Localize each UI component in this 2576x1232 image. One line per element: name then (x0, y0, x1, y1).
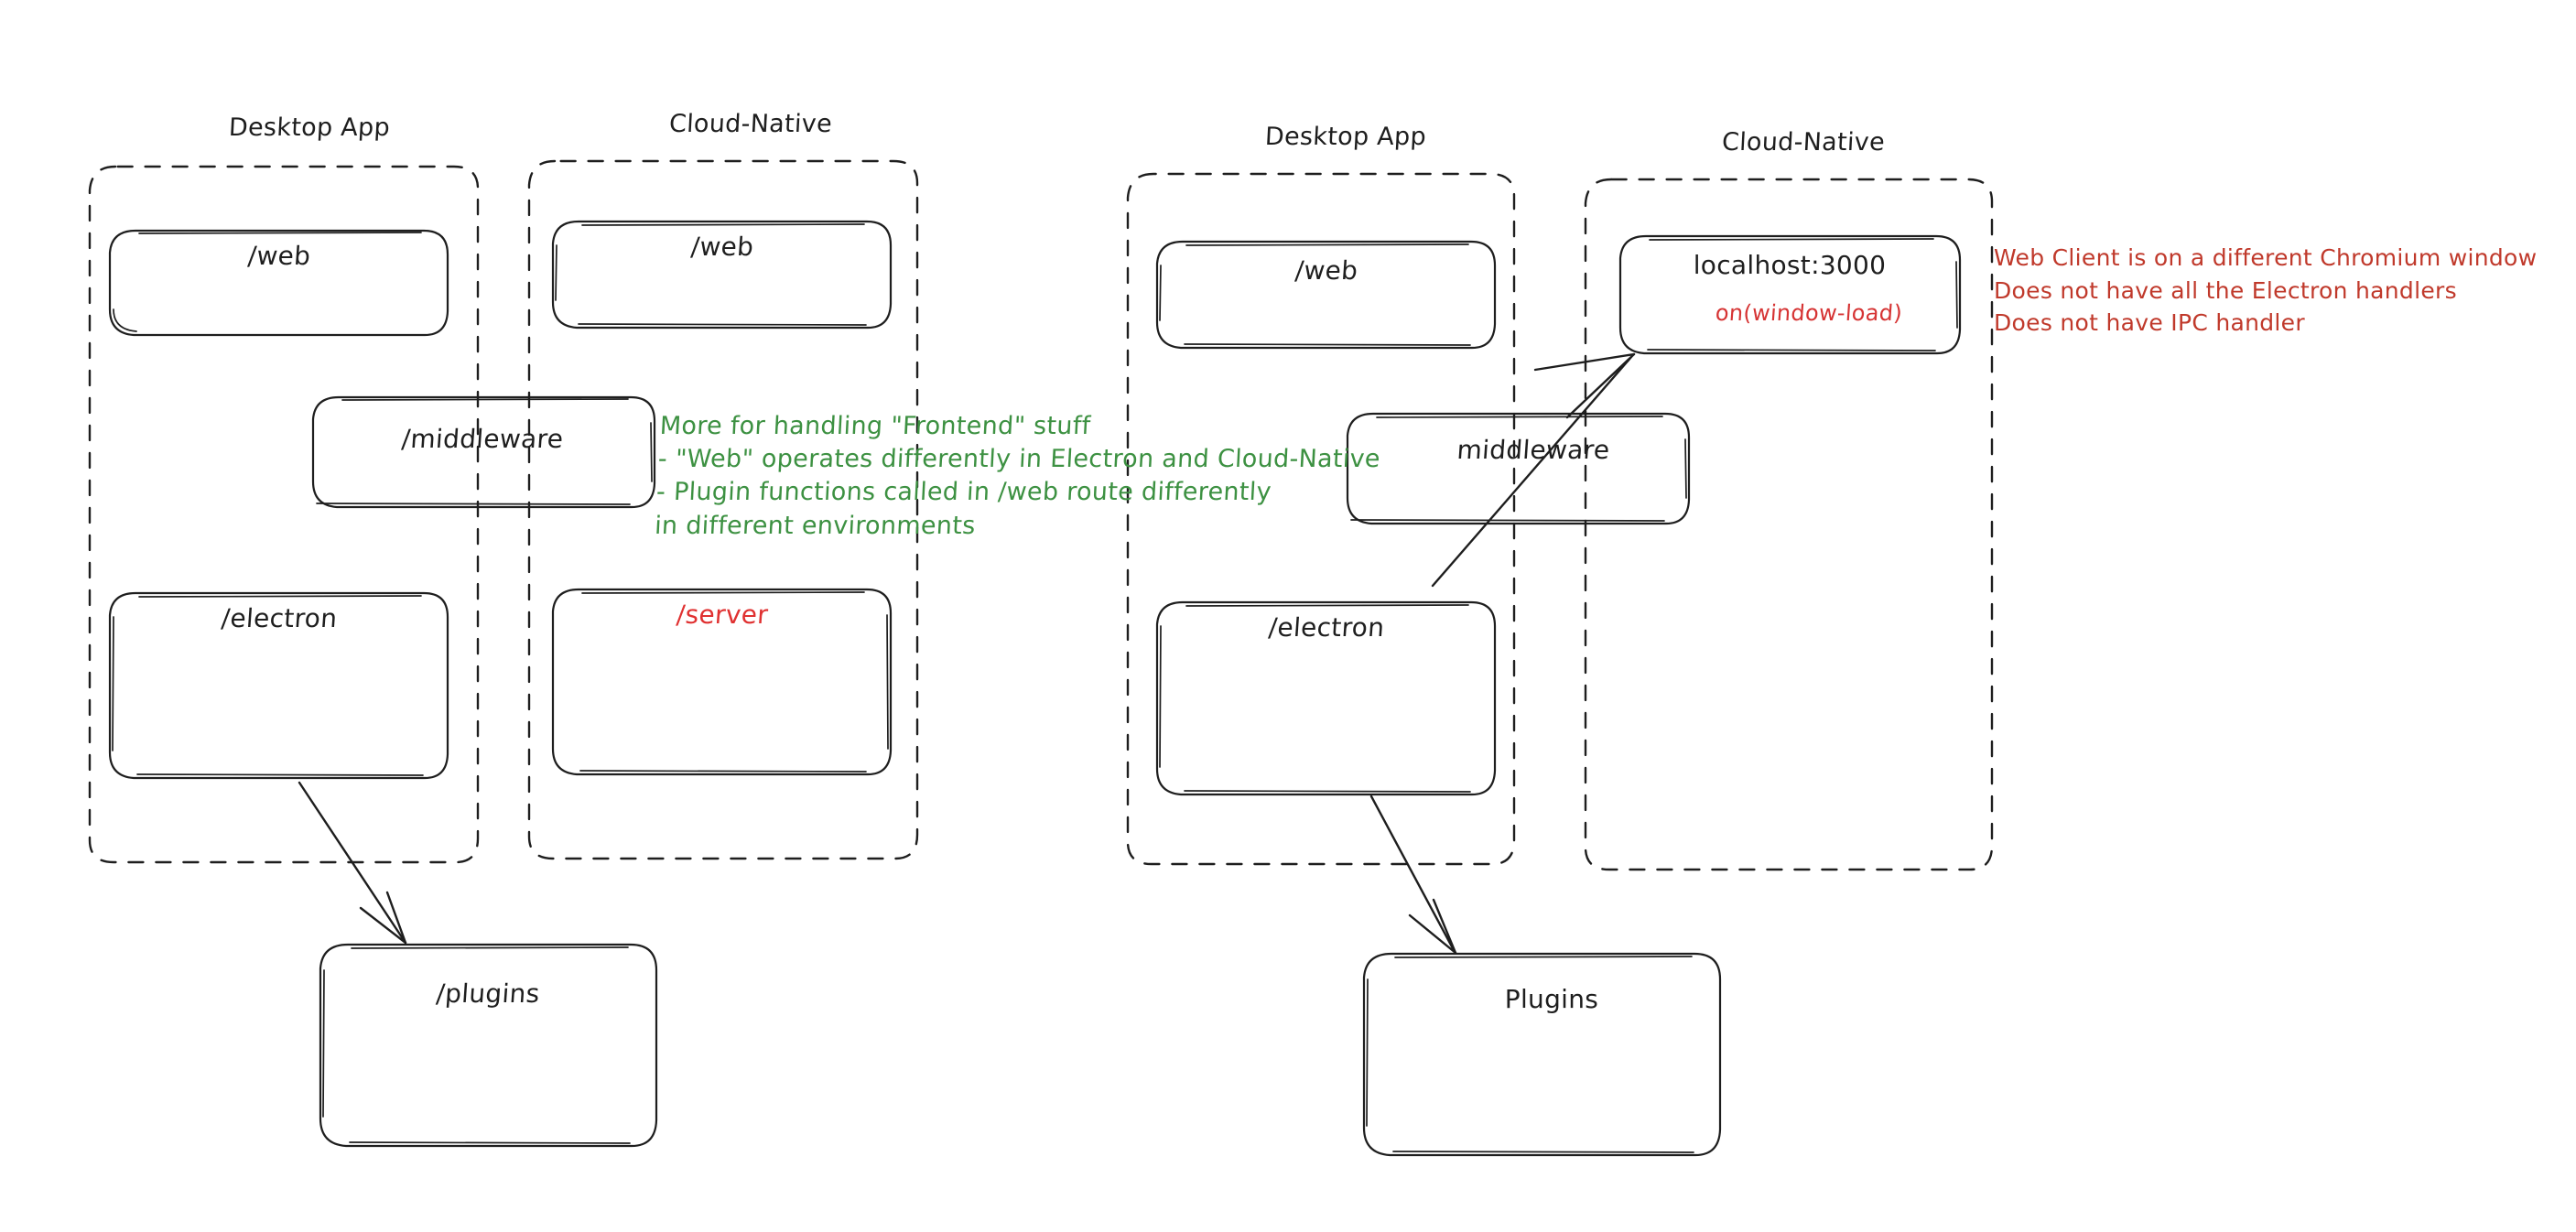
left-box-label-server: /server (675, 600, 770, 630)
left-cloud-native-group-outline (527, 159, 919, 860)
left-group-title-cloud-native: Cloud-Native (668, 110, 833, 138)
left-box-label-web-desktop: /web (246, 241, 312, 271)
note-green-frontend: More for handling "Frontend" stuff - "We… (654, 412, 1381, 540)
right-group-title-desktop-app: Desktop App (1264, 123, 1427, 151)
left-group-title-desktop-app: Desktop App (228, 113, 391, 142)
right-box-label-plugins: Plugins (1504, 984, 1599, 1014)
box-left-electron[interactable] (108, 591, 449, 780)
box-right-plugins[interactable] (1362, 952, 1722, 1157)
box-right-electron[interactable] (1155, 600, 1497, 796)
box-left-plugins[interactable] (319, 943, 658, 1148)
right-box-label-web: /web (1293, 255, 1359, 286)
note-red-web-client: Web Client is on a different Chromium wi… (1994, 244, 2538, 336)
left-desktop-app-group-outline (88, 165, 480, 864)
right-box-label-electron: /electron (1267, 612, 1386, 643)
box-right-localhost[interactable] (1618, 234, 1962, 355)
left-box-label-electron: /electron (220, 603, 339, 633)
right-desktop-app-group-outline (1126, 172, 1516, 866)
left-box-label-plugins: /plugins (435, 978, 541, 1009)
arrow-right-electron-to-localhost (1431, 352, 1636, 588)
arrow-right-electron-to-plugins (1369, 794, 1457, 955)
box-left-middleware[interactable] (311, 395, 656, 509)
right-box-label-middleware: middleware (1456, 435, 1611, 465)
box-right-middleware[interactable] (1346, 412, 1691, 525)
right-cloud-native-group-outline (1584, 178, 1994, 871)
left-box-label-web-cloud: /web (689, 232, 755, 262)
arrow-left-electron-to-plugins (298, 781, 407, 945)
box-left-server[interactable] (551, 588, 893, 776)
box-left-desktop-web[interactable] (108, 229, 449, 337)
right-group-title-cloud-native: Cloud-Native (1721, 128, 1886, 157)
right-box-label-localhost: localhost:3000 (1693, 250, 1887, 280)
left-box-label-middleware: /middleware (400, 424, 565, 454)
right-box-sub-on-window-load: on(window-load) (1714, 300, 1904, 326)
box-left-cloud-web[interactable] (551, 220, 893, 330)
box-right-desktop-web[interactable] (1155, 240, 1497, 350)
